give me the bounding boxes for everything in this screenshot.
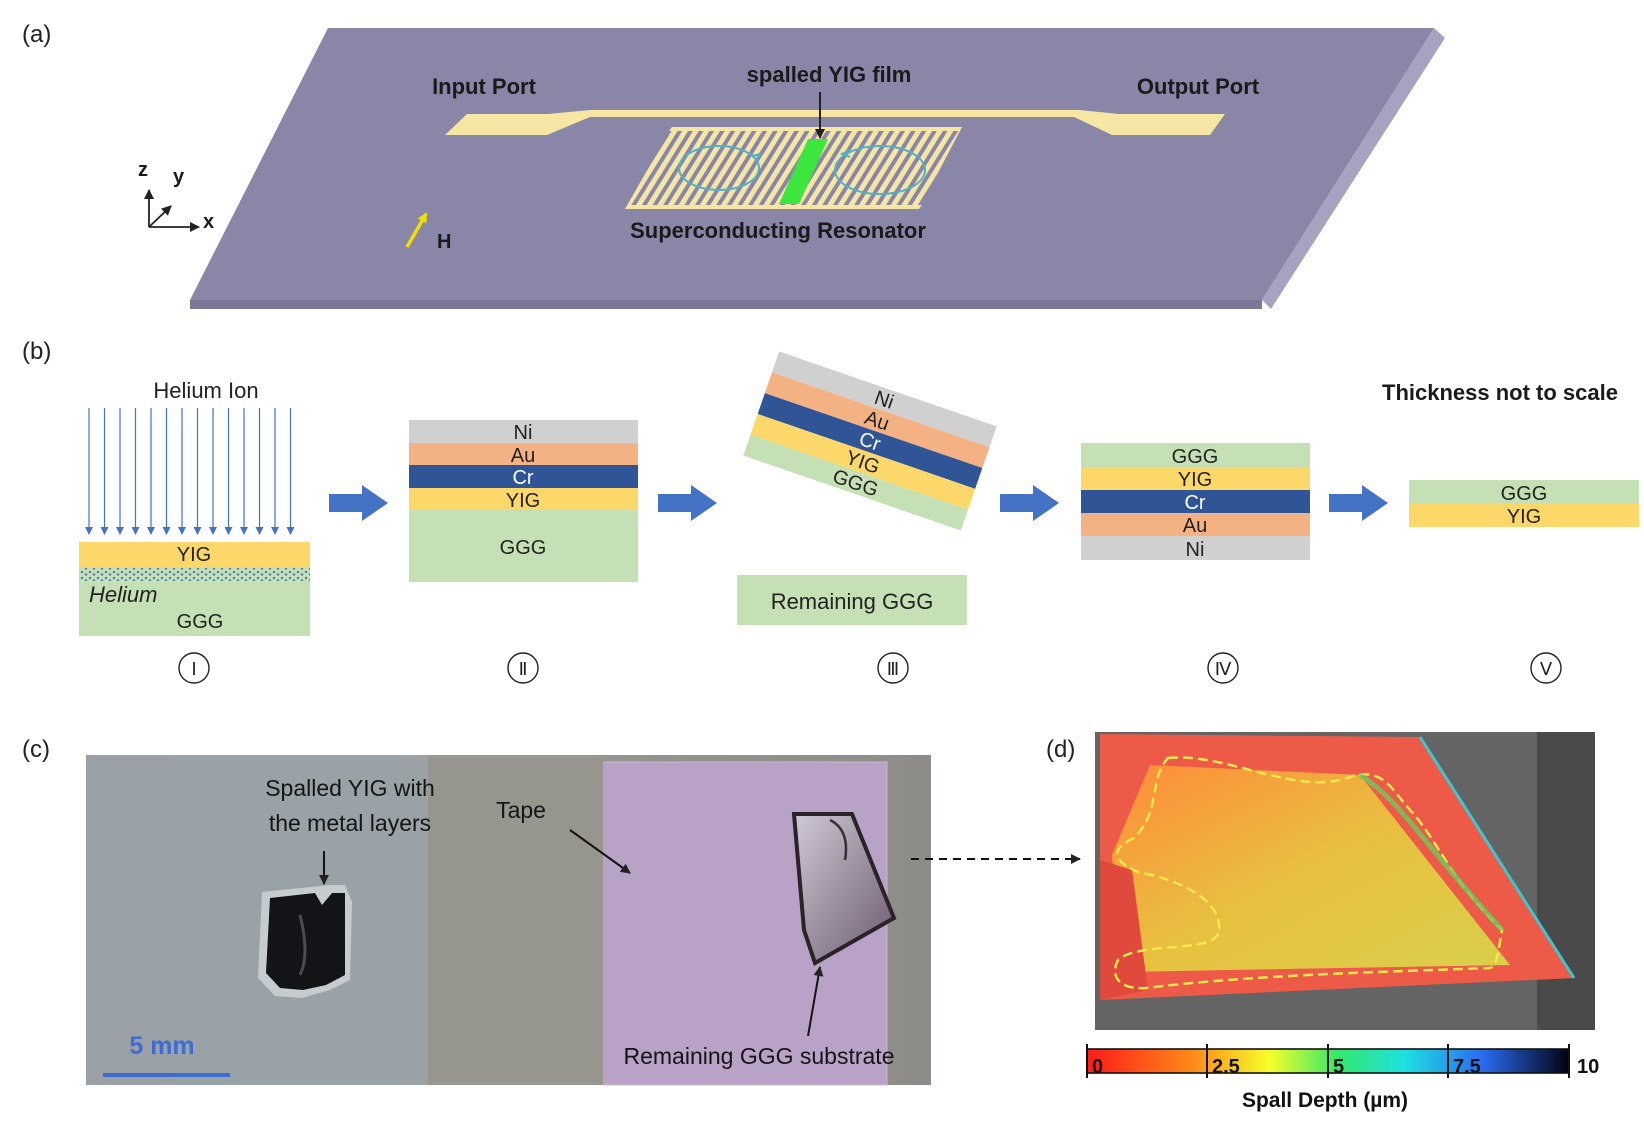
svg-text:Cr: Cr — [512, 467, 533, 489]
helium-ion-label: Helium Ion — [153, 378, 258, 403]
spalled-yig-label-line2: the metal layers — [269, 810, 431, 836]
panel-b: (b) Thickness not to scale Helium Ion YI… — [22, 338, 1639, 684]
region-outline — [1113, 756, 1504, 990]
panel-a-label: (a) — [22, 21, 51, 48]
svg-text:GGG: GGG — [1501, 483, 1548, 505]
panel-c: (c) Spalled YIG with the metal layers Ta… — [22, 736, 1081, 1086]
svg-text:Cr: Cr — [1184, 492, 1205, 514]
current-loop-left — [678, 145, 760, 191]
step-5-stack: GGG YIG — [1409, 480, 1639, 528]
helium-ion-beam — [85, 408, 295, 535]
process-arrow-4 — [1329, 485, 1388, 521]
resonator-label: Superconducting Resonator — [630, 218, 926, 243]
input-port-label: Input Port — [432, 74, 537, 99]
remaining-ggg-block: Remaining GGG — [737, 575, 967, 625]
panel-c-label: (c) — [22, 736, 50, 763]
remaining-ggg-label: Remaining GGG substrate — [623, 1043, 894, 1069]
output-port-label: Output Port — [1137, 74, 1260, 99]
transmission-line — [445, 110, 1225, 135]
svg-text:GGG: GGG — [1172, 446, 1219, 468]
step-numeral-4: Ⅳ — [1215, 659, 1232, 679]
helium-implant-layer — [79, 568, 310, 581]
superconducting-resonator — [625, 127, 962, 209]
process-arrow-2 — [658, 485, 717, 521]
tape-label: Tape — [496, 797, 546, 823]
axis-y-label: y — [173, 166, 185, 188]
scale-note: Thickness not to scale — [1382, 380, 1618, 405]
svg-text:YIG: YIG — [1507, 506, 1541, 528]
field-label: H — [437, 231, 451, 253]
film-label: spalled YIG film — [747, 62, 912, 87]
svg-text:GGG: GGG — [500, 537, 547, 559]
process-arrows — [329, 485, 1388, 521]
panel-d: (d) 0 2.5 5 7.5 10 Spall Depth (µm) — [1046, 732, 1599, 1112]
step-2-stack: Ni Au Cr YIG GGG — [409, 420, 638, 582]
panel-b-label: (b) — [22, 338, 51, 365]
colorbar: 0 2.5 5 7.5 10 Spall Depth (µm) — [1086, 1044, 1599, 1112]
axis-z-label: z — [138, 159, 148, 181]
svg-text:Ni: Ni — [514, 422, 533, 444]
step-numerals: Ⅰ Ⅱ Ⅲ Ⅳ Ⅴ — [178, 652, 1562, 684]
depth-map — [1095, 732, 1595, 1030]
process-arrow-3 — [1000, 485, 1059, 521]
step-1-stack: Helium Ion YIG Helium GGG — [79, 378, 310, 636]
colorbar-tick-0: 0 — [1092, 1056, 1103, 1078]
svg-text:Au: Au — [511, 445, 535, 467]
sample-photo: Spalled YIG with the metal layers Tape R… — [86, 755, 931, 1086]
axis-x-label: x — [203, 211, 214, 233]
spalled-yig-film — [779, 139, 828, 204]
colorbar-tick-3: 7.5 — [1453, 1056, 1481, 1078]
svg-text:YIG: YIG — [177, 544, 211, 566]
panel-d-label: (d) — [1046, 736, 1075, 763]
field-arrow — [405, 212, 428, 248]
spalled-yig-label-line1: Spalled YIG with — [265, 775, 435, 801]
colorbar-tick-4: 10 — [1577, 1056, 1599, 1078]
svg-text:Remaining GGG: Remaining GGG — [771, 589, 934, 614]
process-arrow-1 — [329, 485, 388, 521]
spalled-yig-piece — [258, 885, 352, 998]
remaining-ggg-piece — [791, 812, 897, 966]
svg-text:YIG: YIG — [506, 490, 540, 512]
panel-a: (a) Input Port Output Port spalled YIG f… — [22, 21, 1445, 309]
colorbar-label: Spall Depth (µm) — [1242, 1089, 1408, 1112]
step-3-stack: Ni Au Cr YIG GGG — [743, 351, 997, 531]
step-4-stack: GGG YIG Cr Au Ni — [1081, 443, 1310, 561]
svg-text:YIG: YIG — [1178, 469, 1212, 491]
step-numeral-5: Ⅴ — [1540, 659, 1553, 679]
step-numeral-3: Ⅲ — [887, 659, 899, 679]
svg-text:GGG: GGG — [177, 611, 224, 633]
axes-indicator: z y x — [138, 159, 214, 233]
colorbar-tick-2: 5 — [1333, 1056, 1344, 1078]
svg-text:Helium: Helium — [89, 582, 157, 607]
svg-text:Au: Au — [1183, 515, 1207, 537]
step-numeral-1: Ⅰ — [191, 659, 196, 679]
step-numeral-2: Ⅱ — [519, 659, 528, 679]
svg-text:Ni: Ni — [1186, 539, 1205, 561]
colorbar-tick-1: 2.5 — [1212, 1056, 1240, 1078]
current-loop-right — [834, 145, 926, 195]
scale-bar-label: 5 mm — [129, 1032, 194, 1060]
